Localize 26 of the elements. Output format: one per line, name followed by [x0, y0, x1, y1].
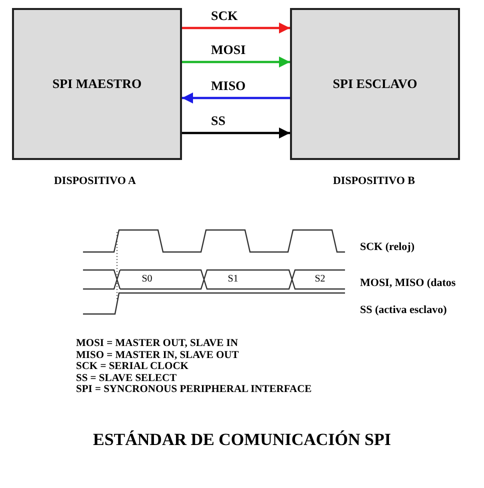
bit-label: S2: [314, 274, 326, 284]
definition-text: SS = SLAVE SELECT: [76, 372, 177, 384]
edge-label: SCK: [211, 8, 238, 24]
arrow: [182, 56, 290, 68]
definition-text: SPI = SYNCRONOUS PERIPHERAL INTERFACE: [76, 384, 312, 395]
device-label: SPI ESCLAVO: [332, 75, 418, 93]
arrow: [182, 22, 290, 34]
signal-label: MOSI, MISO (datos: [360, 277, 456, 289]
definition-text: SCK = SERIAL CLOCK: [76, 361, 188, 372]
device-box: [12, 8, 182, 160]
signal-label: SS (activa esclavo): [360, 304, 447, 316]
arrow: [182, 128, 290, 138]
device-caption: DISPOSITIVO A: [54, 175, 136, 187]
bit-label: S1: [228, 274, 238, 284]
definition-text: MOSI = MASTER OUT, SLAVE IN: [76, 338, 238, 349]
signal-label: SCK (reloj): [360, 241, 414, 253]
device-label: SPI MAESTRO: [52, 75, 142, 93]
device-box: [290, 8, 460, 160]
device-caption: DISPOSITIVO B: [333, 175, 415, 187]
edge-label: MISO: [211, 78, 246, 94]
edge-label: SS: [211, 113, 226, 129]
bit-label: S0: [142, 274, 152, 284]
title: ESTÁNDAR DE COMUNICACIÓN SPI: [93, 430, 391, 450]
definition-text: MISO = MASTER IN, SLAVE OUT: [76, 350, 239, 360]
edge-label: MOSI: [211, 42, 246, 58]
arrow: [182, 92, 290, 104]
